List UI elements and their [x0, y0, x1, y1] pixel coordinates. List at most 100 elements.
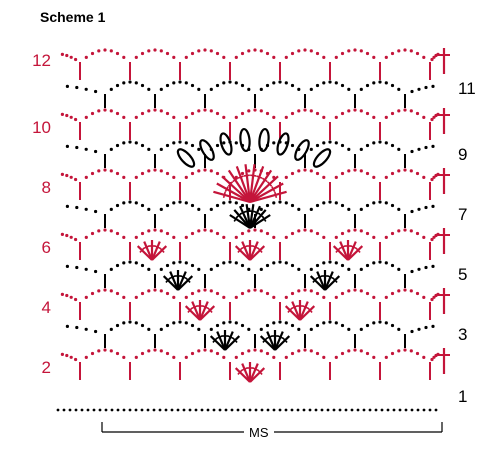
- chain-dot: [194, 408, 198, 412]
- chain-dot: [172, 55, 176, 60]
- fan-stitch: [241, 363, 252, 383]
- chain-dot: [103, 288, 107, 292]
- chain-dot: [384, 81, 388, 85]
- chain-dot: [122, 408, 126, 412]
- chain-dot: [322, 81, 326, 85]
- row-label-7: 7: [458, 205, 468, 224]
- chain-dot: [190, 143, 195, 148]
- chain-dot: [103, 168, 107, 172]
- chain-dot: [416, 408, 420, 412]
- chain-dot: [184, 321, 188, 325]
- chain-dot: [84, 235, 88, 239]
- chain-dot: [284, 81, 288, 85]
- chain-dot: [303, 168, 307, 172]
- chain-dot: [184, 355, 188, 359]
- chain-dot: [209, 327, 213, 331]
- chain-dot: [384, 115, 388, 119]
- chain-dot: [218, 408, 222, 412]
- fan-stitch-bar: [191, 305, 198, 310]
- chain-dot: [260, 408, 264, 412]
- chain-dot: [75, 325, 79, 330]
- chain-dot: [430, 57, 434, 62]
- chain-dot: [326, 408, 330, 412]
- chain-dot: [115, 51, 120, 56]
- chain-dot: [110, 408, 114, 412]
- chain-dot: [259, 87, 263, 91]
- puff-stitch: [176, 148, 196, 168]
- chain-dot: [284, 261, 288, 265]
- chain-dot: [303, 48, 307, 52]
- chain-dot: [109, 169, 113, 173]
- chain-dot: [172, 295, 176, 299]
- chain-dot: [284, 321, 288, 325]
- chain-dot: [128, 260, 132, 264]
- fan-stitch-bar: [266, 335, 273, 340]
- chain-dot: [184, 201, 188, 205]
- chain-dot: [153, 108, 157, 112]
- chain-dot: [359, 327, 363, 331]
- chain-dot: [97, 349, 101, 353]
- chain-dot: [184, 261, 188, 265]
- chain-dot: [222, 55, 226, 60]
- fan-stitch: [249, 209, 267, 229]
- chain-dot: [172, 261, 176, 265]
- fan-stitch: [248, 363, 259, 383]
- chain-dot: [247, 109, 251, 113]
- chain-dot: [222, 201, 226, 205]
- chain-dot: [74, 357, 78, 362]
- chain-dot: [122, 81, 126, 85]
- fan-stitch: [241, 241, 252, 261]
- fan-stitch: [227, 169, 251, 203]
- chain-dot: [209, 267, 213, 271]
- chain-dot: [209, 349, 213, 353]
- chain-dot: [84, 267, 88, 271]
- chain-dot: [222, 355, 226, 359]
- chain-dot: [134, 235, 138, 239]
- chain-dot: [234, 261, 238, 265]
- chain-dot: [424, 85, 428, 90]
- chain-dot: [315, 351, 320, 356]
- chain-dot: [65, 353, 69, 358]
- chain-dot: [334, 355, 338, 359]
- chain-dot: [203, 228, 207, 232]
- chain-dot: [290, 203, 295, 208]
- fan-stitch-bar: [216, 335, 223, 340]
- chain-dot: [165, 351, 170, 356]
- chain-dot: [297, 109, 301, 113]
- chain-dot: [404, 408, 408, 412]
- chain-dot: [159, 87, 163, 91]
- fan-stitch-bar: [139, 247, 145, 253]
- chain-dot: [212, 408, 216, 412]
- chain-dot: [240, 203, 245, 208]
- chain-dot: [247, 169, 251, 173]
- chain-dot: [103, 348, 107, 352]
- chain-dot: [184, 175, 188, 179]
- fan-stitch: [143, 241, 154, 261]
- chain-dot: [347, 109, 351, 113]
- chain-dot: [347, 147, 351, 151]
- chain-dot: [265, 291, 270, 296]
- chain-dot: [147, 327, 151, 331]
- chain-dot: [266, 408, 270, 412]
- fan-stitch-bar: [187, 307, 193, 313]
- chain-dot: [147, 109, 151, 113]
- chain-dot: [147, 267, 151, 271]
- chain-dot: [65, 144, 69, 148]
- chain-dot: [115, 231, 120, 236]
- chain-dot: [309, 109, 313, 113]
- chain-dot: [284, 408, 288, 412]
- chain-dot: [397, 349, 401, 353]
- chain-dot: [415, 351, 420, 356]
- chain-dot: [247, 327, 251, 331]
- chain-dot: [60, 52, 64, 57]
- fan-stitch-bar: [243, 174, 250, 177]
- chain-dot: [278, 200, 282, 204]
- chain-dot: [308, 408, 312, 412]
- chain-dot: [90, 111, 95, 116]
- chain-dot: [297, 169, 301, 173]
- chain-dot: [340, 203, 345, 208]
- chain-dot: [328, 320, 332, 324]
- chain-dot: [403, 228, 407, 232]
- chain-dot: [424, 205, 428, 210]
- chain-dot: [215, 143, 220, 148]
